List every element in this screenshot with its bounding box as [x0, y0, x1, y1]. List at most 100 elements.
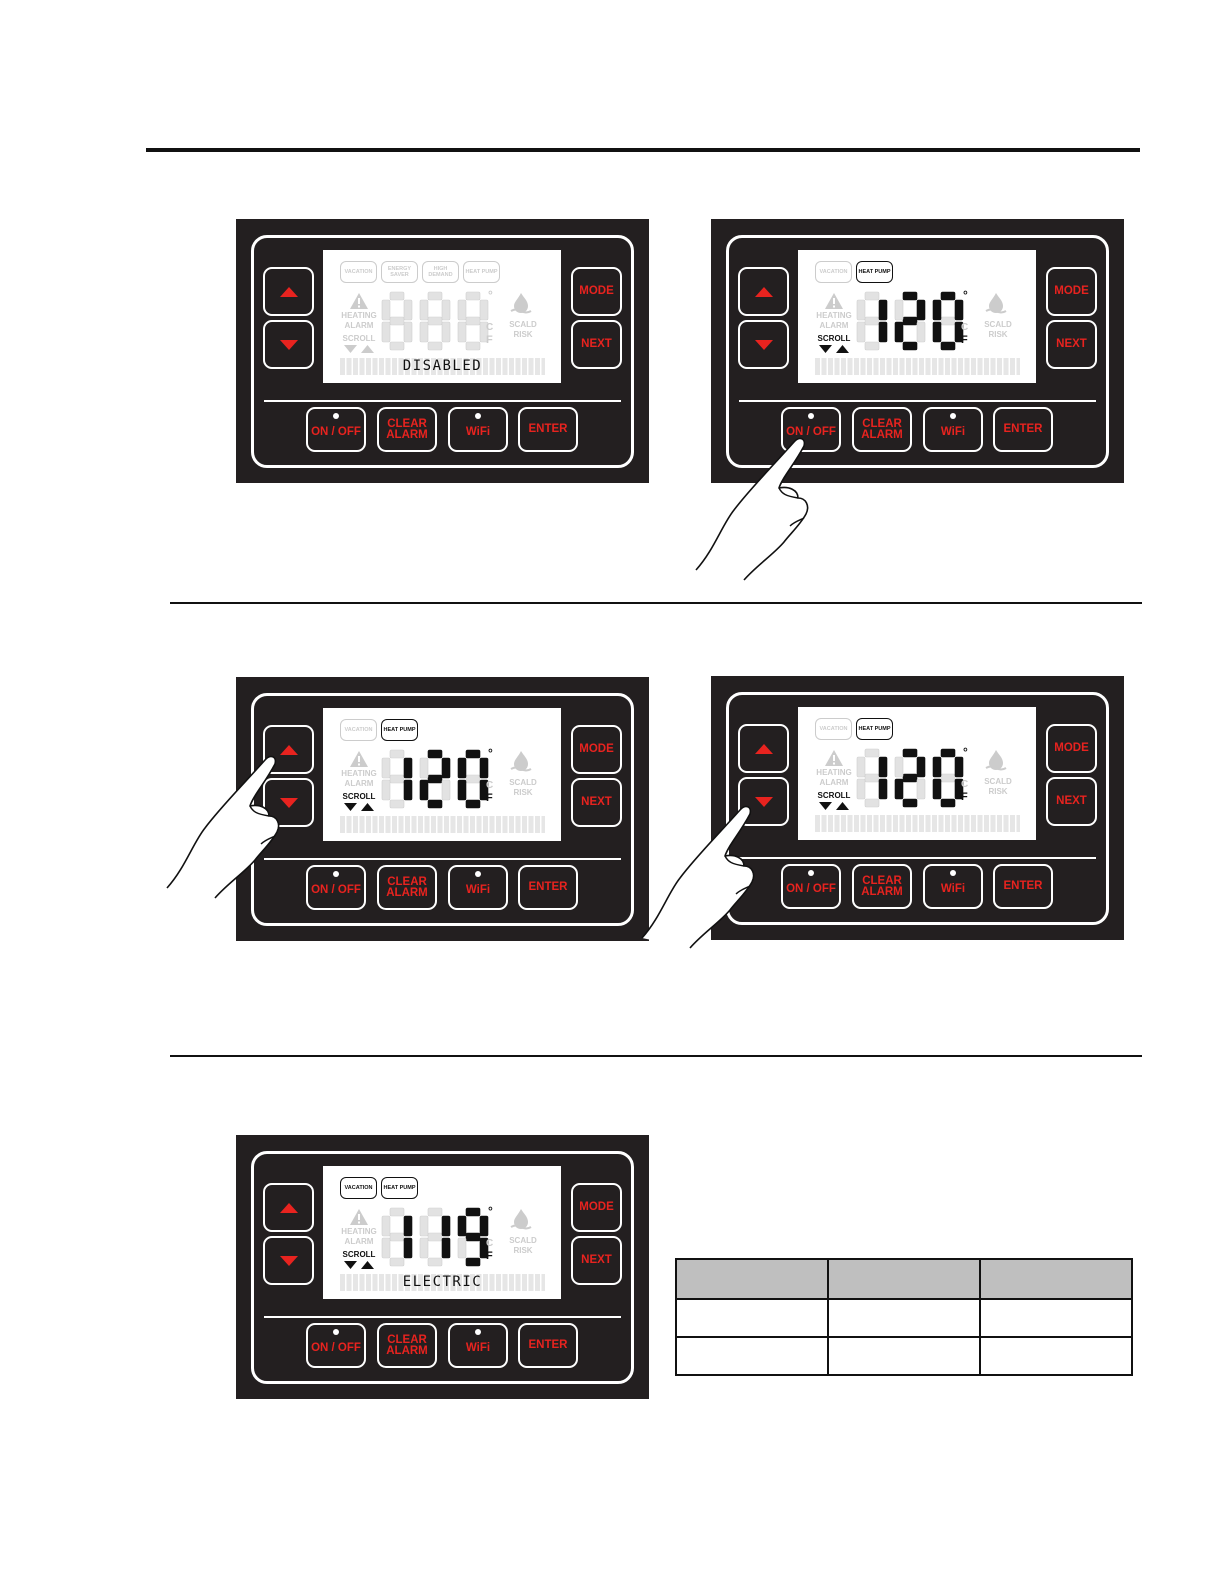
scald-risk-icon [510, 293, 532, 314]
scroll-arrows-icon [819, 345, 849, 353]
digit-segment [940, 316, 956, 326]
arrow-down-icon [279, 339, 298, 350]
mode-indicator-chip: VACATION [815, 718, 852, 740]
on-off-button[interactable]: ON / OFF [306, 1323, 366, 1368]
digit-segment [932, 321, 942, 343]
wifi-button[interactable]: WiFi [448, 407, 508, 452]
next-button[interactable]: NEXT [1046, 777, 1097, 826]
digit-segment [916, 756, 926, 778]
digit-segment [878, 778, 888, 800]
fahrenheit-unit: F [961, 334, 968, 346]
down-button[interactable] [263, 1236, 314, 1285]
warning-icon [350, 751, 368, 767]
celsius-unit: C [486, 322, 494, 333]
next-button[interactable]: NEXT [571, 778, 622, 827]
up-button[interactable] [738, 267, 789, 316]
warning-icon [825, 293, 843, 309]
digit-segment [419, 1237, 429, 1259]
down-button[interactable] [263, 320, 314, 369]
digit-segment [419, 779, 429, 801]
scroll-label: SCROLL [342, 1250, 376, 1259]
mode-button[interactable]: MODE [1046, 267, 1097, 316]
digit-segment [389, 799, 405, 809]
scroll-arrows-icon [344, 345, 374, 353]
digit-segment [457, 779, 467, 801]
enter-button[interactable]: ENTER [993, 864, 1053, 909]
enter-button[interactable]: ENTER [518, 1323, 578, 1368]
digit-segment [940, 798, 956, 808]
digit-segment [465, 291, 481, 301]
digit-segment [389, 316, 405, 326]
on-off-button[interactable]: ON / OFF [306, 865, 366, 910]
mode-button[interactable]: MODE [571, 267, 622, 316]
digit-segment [894, 756, 904, 778]
digit-segment [864, 773, 880, 783]
digit-segment [389, 774, 405, 784]
digit-segment [427, 1257, 443, 1267]
digit-segment [954, 778, 964, 800]
digit-segment [441, 1215, 451, 1237]
on-off-button[interactable]: ON / OFF [306, 407, 366, 452]
section-rule-2 [170, 1055, 1142, 1057]
scroll-label: SCROLL [342, 334, 376, 343]
up-button[interactable] [263, 1183, 314, 1232]
temperature-digits [856, 291, 964, 351]
digit-segment [479, 1215, 489, 1237]
scroll-arrows-icon [344, 803, 374, 811]
wifi-button[interactable]: WiFi [923, 864, 983, 909]
down-button[interactable] [738, 320, 789, 369]
top-rule [146, 148, 1140, 152]
next-button[interactable]: NEXT [571, 1236, 622, 1285]
temperature-digits [381, 1207, 489, 1267]
next-button[interactable]: NEXT [1046, 320, 1097, 369]
digit-segment [878, 756, 888, 778]
mode-button[interactable]: MODE [571, 1183, 622, 1232]
digit-segment [902, 316, 918, 326]
up-button[interactable] [738, 724, 789, 773]
wifi-button[interactable]: WiFi [448, 865, 508, 910]
status-message [340, 816, 545, 833]
digit-segment [403, 1237, 413, 1259]
enter-button[interactable]: ENTER [518, 865, 578, 910]
digit-segment [381, 299, 391, 321]
digit-segment [932, 756, 942, 778]
status-message: DISABLED [402, 358, 483, 374]
digit-segment [465, 774, 481, 784]
on-off-button[interactable]: ON / OFF [781, 864, 841, 909]
wifi-button[interactable]: WiFi [448, 1323, 508, 1368]
mode-button[interactable]: MODE [571, 725, 622, 774]
mode-button[interactable]: MODE [1046, 724, 1097, 773]
digit-segment [381, 1215, 391, 1237]
celsius-unit: C [486, 780, 494, 791]
digit-segment [902, 748, 918, 758]
digit-segment [427, 799, 443, 809]
scroll-label: SCROLL [342, 792, 376, 801]
warning-icon [350, 1209, 368, 1225]
wifi-button[interactable]: WiFi [923, 407, 983, 452]
next-button[interactable]: NEXT [571, 320, 622, 369]
digit-segment [479, 779, 489, 801]
digit-segment [856, 321, 866, 343]
fahrenheit-unit: F [486, 334, 493, 346]
celsius-unit: C [961, 322, 969, 333]
dot-matrix-row [815, 815, 1020, 832]
digit-segment [389, 1232, 405, 1242]
digit-segment [403, 299, 413, 321]
up-button[interactable] [263, 267, 314, 316]
enter-button[interactable]: ENTER [993, 407, 1053, 452]
enter-button[interactable]: ENTER [518, 407, 578, 452]
digit-segment [389, 341, 405, 351]
